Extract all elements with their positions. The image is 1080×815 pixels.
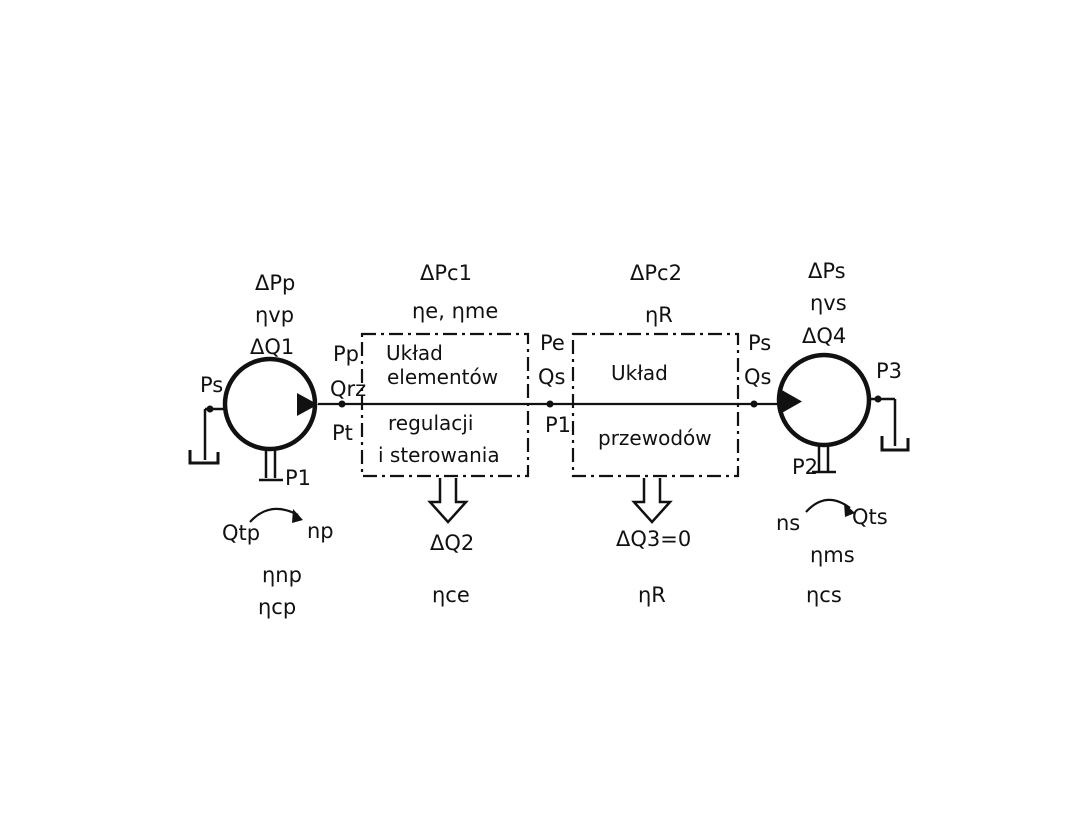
block1-drain-arrow-icon <box>427 478 469 524</box>
junction: Pe Qs P1 <box>538 331 571 437</box>
pump-label-etanp: ηnp <box>262 563 302 587</box>
junction-label-p1: P1 <box>545 413 571 437</box>
motor-tank-icon <box>880 436 910 452</box>
node-pump-out <box>338 400 346 408</box>
motor-rotation-arrow-icon <box>844 503 855 517</box>
pump-label-qtp: Qtp <box>222 521 260 545</box>
motor-label-p2: P2 <box>792 455 818 479</box>
motor-outlet-node <box>874 395 882 403</box>
motor-label-p3: P3 <box>876 359 902 383</box>
pump-label-etavp: ηvp <box>255 303 294 327</box>
pump-label-pt: Pt <box>332 421 353 445</box>
block1-label-etace: ηce <box>432 583 470 607</box>
pump: ΔPp ηvp ΔQ1 Ps Pp Qrz Pt P1 Qtp np ηnp η… <box>188 271 366 619</box>
pump-label-etacp: ηcp <box>258 595 296 619</box>
block2-line-2: przewodów <box>598 426 712 450</box>
pump-label-ps: Ps <box>200 373 223 397</box>
block1-line-2: elementów <box>387 365 498 389</box>
block1-line-1: Układ <box>386 341 443 365</box>
block2-label-dq3: ΔQ3=0 <box>616 527 691 551</box>
node-junction <box>546 400 554 408</box>
motor-label-ps: Ps <box>748 331 771 355</box>
pump-label-pp: Pp <box>333 342 359 366</box>
motor-rotation-arc <box>805 498 851 513</box>
motor-label-qs: Qs <box>744 365 771 389</box>
block2-drain-arrow-icon <box>631 478 673 524</box>
node-motor-in <box>750 400 758 408</box>
motor-label-dps: ΔPs <box>808 259 846 283</box>
pump-label-qrz: Qrz <box>330 377 366 401</box>
motor-label-etavs: ηvs <box>810 291 847 315</box>
block1-line-4: i sterowania <box>378 443 500 467</box>
motor-label-ns: ns <box>776 511 800 535</box>
block1-frame <box>360 332 530 478</box>
block1-label-dpc1: ΔPc1 <box>420 261 472 285</box>
block-control-elements: ΔPc1 ηe, ηme Układ elementów regulacji i… <box>360 261 530 607</box>
block1-label-dq2: ΔQ2 <box>430 531 474 555</box>
pump-tank-icon <box>188 450 220 465</box>
pump-label-dq1: ΔQ1 <box>250 335 294 359</box>
block2-label-etar-bottom: ηR <box>638 583 666 607</box>
pump-label-dpp: ΔPp <box>255 271 295 295</box>
block2-frame <box>571 332 740 478</box>
block-pipes: ΔPc2 ηR Układ przewodów ΔQ3=0 ηR <box>571 261 740 607</box>
pump-label-np: np <box>307 519 334 543</box>
motor-label-etacs: ηcs <box>806 583 842 607</box>
block2-label-etar: ηR <box>645 303 673 327</box>
motor-label-qts: Qts <box>852 505 888 529</box>
block1-line-3: regulacji <box>388 411 473 435</box>
pump-inlet-node <box>206 405 214 413</box>
block2-line-1: Układ <box>611 361 668 385</box>
motor-label-dq4: ΔQ4 <box>802 324 846 348</box>
block2-label-dpc2: ΔPc2 <box>630 261 682 285</box>
pump-rotation-arrow-icon <box>292 509 303 523</box>
junction-label-pe: Pe <box>540 331 565 355</box>
motor-arrow-icon <box>780 389 802 414</box>
junction-label-qs: Qs <box>538 365 565 389</box>
pump-arrow-icon <box>297 393 318 416</box>
pump-label-p1: P1 <box>285 466 311 490</box>
motor: ΔPs ηvs ΔQ4 Ps Qs P3 P2 ns Qts ηms ηcs <box>744 259 910 607</box>
motor-label-etams: ηms <box>810 543 855 567</box>
block1-label-eta: ηe, ηme <box>412 299 498 323</box>
